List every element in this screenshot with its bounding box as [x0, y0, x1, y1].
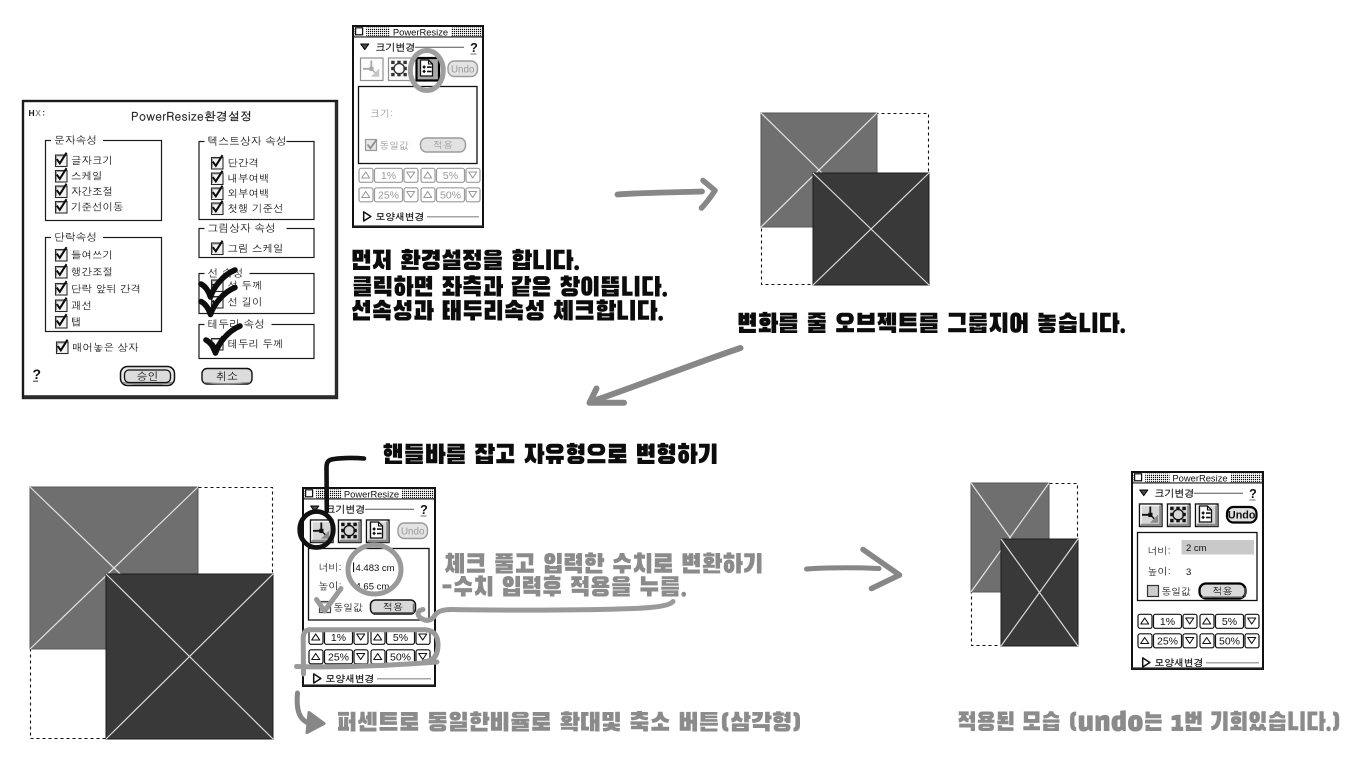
svg-text:Undo: Undo: [1228, 510, 1256, 522]
svg-text:25%: 25%: [328, 652, 349, 664]
svg-text:X: X: [35, 108, 41, 118]
svg-text:?: ?: [33, 366, 42, 382]
svg-text:50%: 50%: [1219, 636, 1240, 648]
svg-text:?: ?: [470, 41, 478, 55]
svg-text:?: ?: [420, 503, 428, 517]
svg-text:50%: 50%: [440, 190, 461, 202]
svg-text:PowerResize: PowerResize: [344, 488, 399, 499]
svg-text:?: ?: [1249, 487, 1257, 501]
svg-text:5%: 5%: [393, 632, 408, 644]
svg-text:1%: 1%: [1160, 616, 1175, 628]
svg-text:Undo: Undo: [451, 64, 475, 75]
svg-text:1%: 1%: [381, 170, 396, 182]
svg-text:4.65 cm: 4.65 cm: [356, 582, 390, 593]
svg-text:5%: 5%: [1222, 616, 1237, 628]
svg-text:3: 3: [1186, 567, 1191, 578]
svg-text:5%: 5%: [443, 170, 458, 182]
svg-text:PowerResize: PowerResize: [1172, 472, 1227, 483]
svg-text:H: H: [29, 108, 35, 118]
svg-text:50%: 50%: [390, 652, 411, 664]
svg-text:25%: 25%: [378, 190, 399, 202]
svg-text:4.483 cm: 4.483 cm: [356, 563, 395, 574]
svg-text:Undo: Undo: [401, 526, 425, 537]
svg-text:1%: 1%: [331, 632, 346, 644]
svg-text::: :: [42, 107, 45, 117]
svg-text:2 cm: 2 cm: [1186, 543, 1207, 554]
svg-text:25%: 25%: [1157, 636, 1178, 648]
svg-text:PowerResize: PowerResize: [393, 26, 448, 37]
